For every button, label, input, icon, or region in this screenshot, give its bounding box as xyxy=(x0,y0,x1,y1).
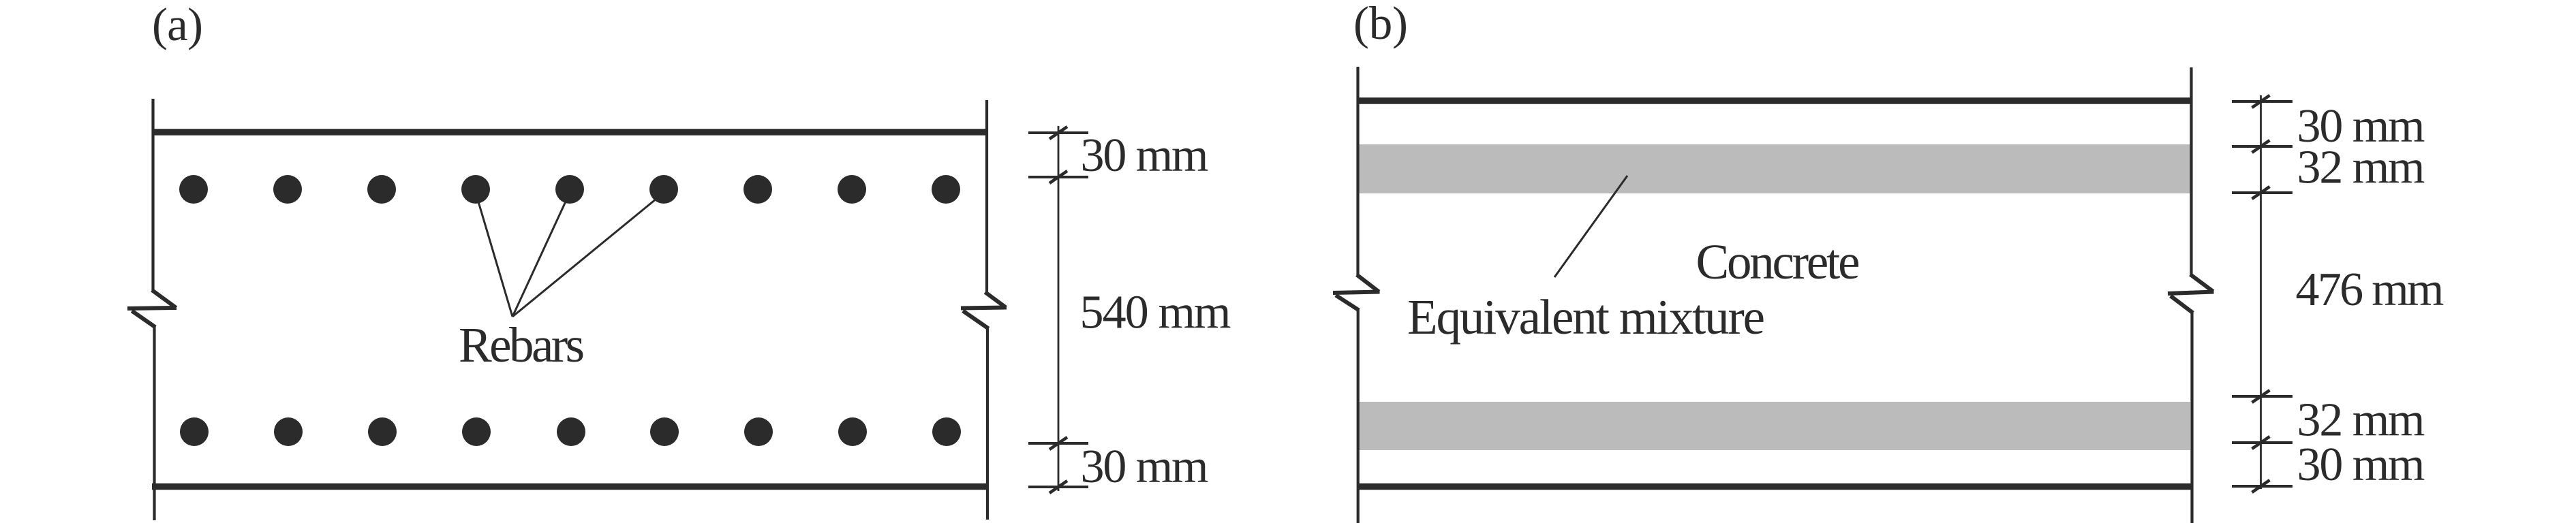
svg-text:30 mm: 30 mm xyxy=(2297,439,2425,491)
svg-text:476 mm: 476 mm xyxy=(2296,264,2444,316)
svg-text:30 mm: 30 mm xyxy=(2297,100,2425,153)
svg-text:Concrete: Concrete xyxy=(1696,234,1860,289)
svg-text:Rebars: Rebars xyxy=(459,317,585,373)
svg-text:(b): (b) xyxy=(1353,0,1408,49)
svg-text:(a): (a) xyxy=(152,0,203,50)
svg-text:30 mm: 30 mm xyxy=(1081,441,1209,493)
svg-text:30 mm: 30 mm xyxy=(1081,129,1209,182)
svg-text:32 mm: 32 mm xyxy=(2297,394,2425,447)
svg-text:Equivalent mixture: Equivalent mixture xyxy=(1407,289,1765,345)
svg-text:540 mm: 540 mm xyxy=(1080,287,1231,339)
svg-text:32 mm: 32 mm xyxy=(2297,142,2425,194)
